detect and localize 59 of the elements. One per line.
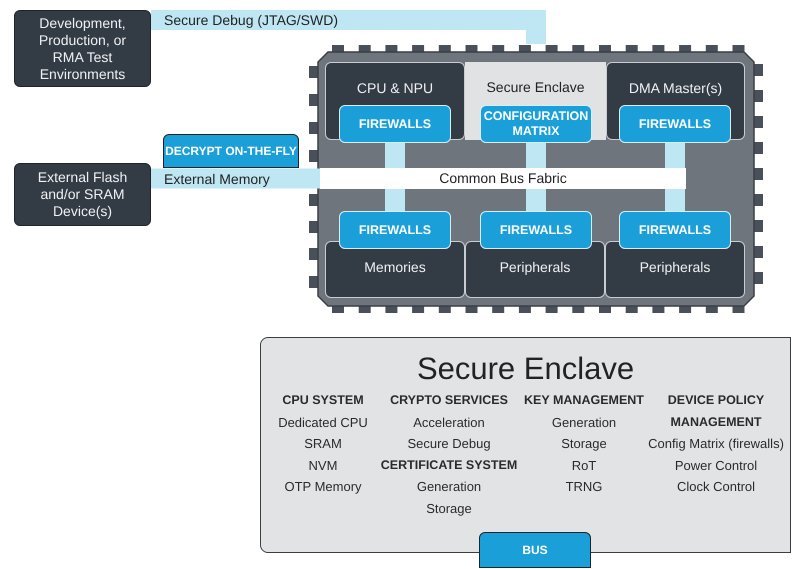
column-heading: CRYPTO SERVICES xyxy=(389,392,509,409)
feature-item: Generation xyxy=(416,478,482,496)
edge-label: External Memory xyxy=(164,170,270,188)
bus-fabric-band xyxy=(320,168,686,189)
feature-item: Storage xyxy=(425,500,473,518)
node-label: Peripherals xyxy=(500,258,570,277)
node-label: DECRYPT ON-THE-FLY xyxy=(165,143,297,160)
signal-band xyxy=(385,189,405,211)
decrypt-tab xyxy=(163,134,299,168)
signal-band xyxy=(151,168,320,188)
feature-item: Acceleration xyxy=(412,414,486,432)
node-label: Peripherals xyxy=(640,258,710,277)
feature-item: TRNG xyxy=(564,478,604,496)
signal-band xyxy=(151,10,546,44)
node-label: FIREWALLS xyxy=(358,116,432,132)
node-label: BUS xyxy=(522,542,548,559)
node-label: FIREWALLS xyxy=(358,222,432,238)
node-label: FIREWALLS xyxy=(638,116,712,132)
firewall-block xyxy=(619,105,731,143)
node-label: CONFIGURATION MATRIX xyxy=(484,109,588,139)
bus-tab xyxy=(479,532,591,568)
feature-item: Clock Control xyxy=(676,478,756,496)
feature-item: Storage xyxy=(560,435,608,453)
node-label: CPU & NPU xyxy=(356,79,434,98)
firewall-block xyxy=(339,105,451,143)
feature-item: Generation xyxy=(550,414,618,432)
node-label: FIREWALLS xyxy=(500,222,572,238)
feature-item: NVM xyxy=(308,456,338,474)
column-heading: CERTIFICATE SYSTEM xyxy=(380,456,518,474)
feature-item: Dedicated CPU xyxy=(277,414,369,432)
feature-item: Secure Debug xyxy=(406,435,492,453)
feature-item: RoT xyxy=(570,456,598,474)
feature-item: Config Matrix (firewalls) xyxy=(647,435,785,453)
node-label: Common Bus Fabric xyxy=(439,169,567,188)
firewall-block xyxy=(480,211,592,249)
feature-item: OTP Memory xyxy=(283,478,363,496)
column-heading: CPU SYSTEM xyxy=(281,392,365,409)
signal-band xyxy=(665,189,685,211)
edge-label: Secure Debug (JTAG/SWD) xyxy=(164,11,338,29)
signal-band xyxy=(385,143,405,168)
column-heading: KEY MANAGEMENT xyxy=(523,392,645,409)
node-label: External Flash and/or SRAM Device(s) xyxy=(36,169,128,220)
column-heading: DEVICE POLICY MANAGEMENT xyxy=(666,392,766,430)
enclave-panel xyxy=(260,337,791,553)
node-label: DMA Master(s) xyxy=(628,79,722,98)
node-label: FIREWALLS xyxy=(638,222,712,238)
signal-band xyxy=(526,143,546,168)
external-device-box xyxy=(14,10,151,87)
signal-band xyxy=(526,189,546,211)
feature-item: SRAM xyxy=(303,435,343,453)
firewall-block xyxy=(339,211,451,249)
firewall-block xyxy=(619,211,731,249)
external-device-box xyxy=(14,163,151,226)
node-label: Memories xyxy=(364,258,426,277)
node-label: Development, Production, or RMA Test Environments xyxy=(38,14,128,82)
panel-title: Secure Enclave xyxy=(416,350,636,388)
feature-item: Power Control xyxy=(674,456,758,474)
node-label: Secure Enclave xyxy=(486,78,585,97)
signal-band xyxy=(665,143,685,168)
